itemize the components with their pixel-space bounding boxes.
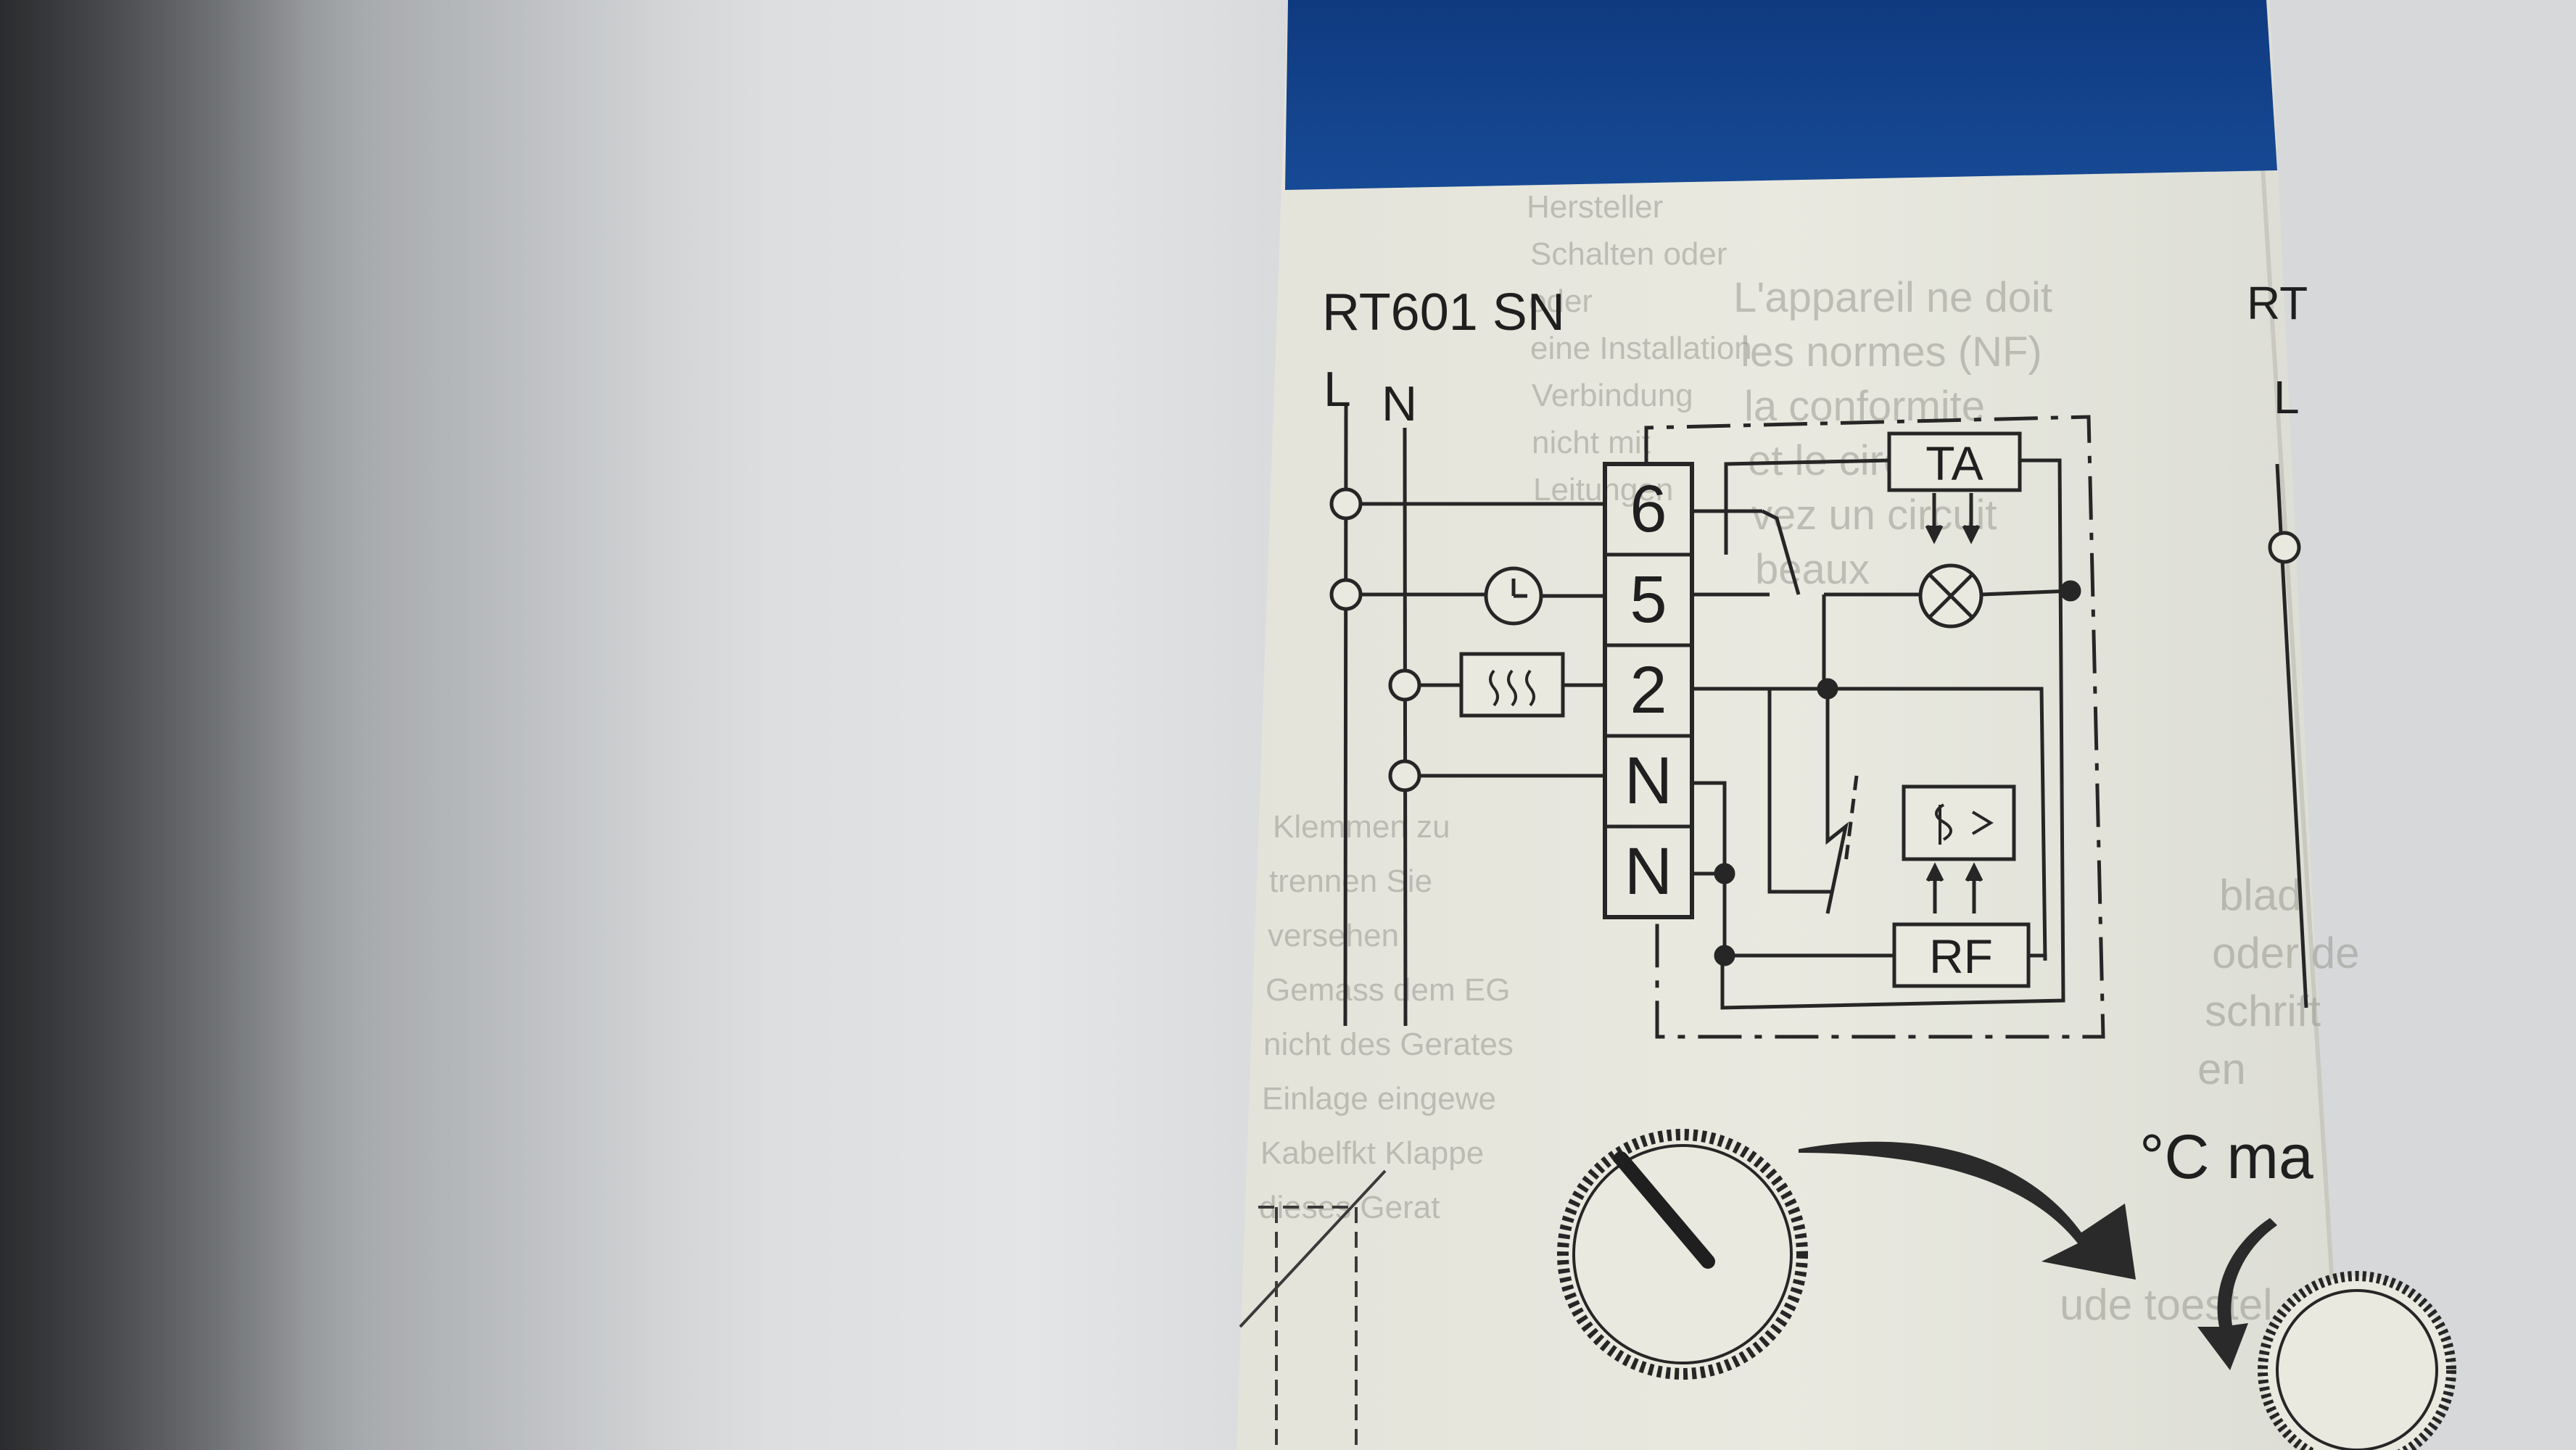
knob-illustration <box>1557 1129 1808 1380</box>
bleed-line: Hersteller <box>1527 189 1663 225</box>
ta-box <box>1887 431 2022 492</box>
bleed-line: Einlage eingewe <box>1262 1081 1496 1116</box>
bleed-text-left: Hersteller Schalten oder oder eine Insta… <box>1527 189 1752 508</box>
bleed-line: eine Installation <box>1530 331 1752 366</box>
bleed-line: nicht des Gerates <box>1263 1027 1514 1062</box>
paper-sheet <box>1237 0 2339 1450</box>
line-label: L <box>1324 362 1351 417</box>
paper-fold <box>2261 166 2345 1450</box>
dashed-sketch <box>1239 1169 1387 1450</box>
wiring-diagram <box>1329 405 2105 1039</box>
ta-label: TA <box>1925 436 1983 490</box>
bleed-line: schrift <box>2205 987 2321 1035</box>
bleed-line: trennen Sie <box>1269 863 1432 899</box>
bleed-line: nicht mit <box>1532 425 1651 460</box>
bleed-line: les normes (NF) <box>1741 328 2042 376</box>
small-arrow-icon <box>2197 1218 2277 1370</box>
terminal-2: 2 <box>1630 653 1667 727</box>
bleed-line: Klemmen zu <box>1273 809 1450 845</box>
sensor-box <box>1902 784 2016 861</box>
bleed-line: Gemass dem EG <box>1266 972 1510 1008</box>
bleed-line: beaux <box>1755 546 1870 593</box>
rf-box <box>1892 922 2031 988</box>
unit-label: °C ma <box>2139 1122 2313 1192</box>
second-knob <box>2258 1271 2456 1450</box>
bleed-line: Kabelfkt Klappe <box>1260 1135 1484 1171</box>
rotate-arrow-icon <box>1799 1141 2136 1280</box>
bleed-line: oder de <box>2212 929 2360 977</box>
terminal-n-1: N <box>1625 744 1672 818</box>
edge-model-label: RT <box>2247 277 2308 329</box>
terminal-5: 5 <box>1630 563 1667 637</box>
bleed-text-bottom-right: blad oder de schrift en ude toestel <box>2060 871 2360 1329</box>
bleed-line: ude toestel <box>2060 1280 2273 1329</box>
bleed-line: oder <box>1529 283 1593 319</box>
blue-header-band <box>1285 0 2277 190</box>
bleed-line: en <box>2197 1045 2246 1093</box>
bleed-line: Verbindung <box>1532 378 1693 413</box>
bleed-line: versehen <box>1268 918 1399 953</box>
neutral-label: N <box>1382 376 1417 431</box>
terminal-n-2: N <box>1625 834 1672 908</box>
bleed-line: L'appareil ne doit <box>1733 274 2052 321</box>
bleed-line: blad <box>2219 871 2301 919</box>
bleed-line: vez un circuit <box>1751 492 1997 539</box>
bleed-line: Schalten oder <box>1530 236 1727 272</box>
knob-pointer <box>1614 1151 1715 1269</box>
model-label: RT601 SN <box>1322 283 1565 341</box>
rf-label: RF <box>1929 929 1993 983</box>
edge-line-label: L <box>2274 371 2300 423</box>
terminal-6: 6 <box>1630 472 1667 546</box>
heater-icon <box>1459 652 1565 718</box>
